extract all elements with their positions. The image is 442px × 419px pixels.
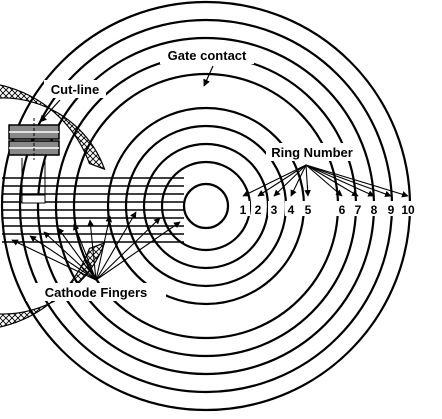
gate-contact-label: Gate contact bbox=[168, 48, 247, 63]
ring-arrow-10 bbox=[305, 164, 409, 198]
ring-num-bg-4 bbox=[285, 201, 298, 216]
cathode-arrow-4 bbox=[57, 227, 97, 281]
ring-num-4: 4 bbox=[288, 203, 295, 217]
cut-line-label: Cut-line bbox=[51, 82, 99, 97]
ring-num-bg-10 bbox=[402, 201, 415, 216]
cathode-arrow-3 bbox=[43, 231, 97, 281]
ring-num-bg-1 bbox=[237, 201, 250, 216]
cathode-finger-arrows bbox=[11, 211, 181, 281]
ring-arrow-1 bbox=[242, 164, 307, 197]
cut-line-label-bg bbox=[44, 80, 106, 98]
cathode-arrow-5 bbox=[73, 223, 97, 281]
ring-arrow-8 bbox=[305, 164, 375, 197]
ring-num-2: 2 bbox=[255, 203, 262, 217]
ring-num-9: 9 bbox=[388, 203, 395, 217]
ring-1 bbox=[182, 182, 230, 230]
ring-num-bg-8 bbox=[368, 201, 381, 216]
ring-num-bg-6 bbox=[336, 201, 349, 216]
ring-arrow-7 bbox=[305, 164, 359, 197]
ring-num-5: 5 bbox=[305, 203, 312, 217]
ring-arrow-5 bbox=[304, 164, 311, 197]
ring-num-8: 8 bbox=[371, 203, 378, 217]
cathode-arrow-1 bbox=[11, 239, 97, 281]
cathode-fingers-label-bg bbox=[26, 283, 166, 301]
ring-arrow-9 bbox=[305, 164, 392, 198]
cathode-arrow-8 bbox=[95, 211, 137, 281]
ring-number-arrows bbox=[242, 164, 409, 198]
ring-num-bg-9 bbox=[385, 201, 398, 216]
ring-num-1: 1 bbox=[240, 203, 247, 217]
ring-arrow-3 bbox=[273, 164, 307, 197]
ring-number-label: Ring Number bbox=[271, 145, 353, 160]
ring-num-10: 10 bbox=[401, 203, 415, 217]
cut-line-inset bbox=[8, 118, 60, 204]
ring-num-bg-5 bbox=[302, 201, 315, 216]
cathode-arrow-7 bbox=[95, 215, 112, 281]
gate-contact-ring bbox=[0, 84, 106, 328]
ring-num-6: 6 bbox=[339, 203, 346, 217]
cathode-arrow-9 bbox=[95, 217, 161, 281]
inset-cut-window bbox=[21, 194, 46, 204]
cathode-finger-lines bbox=[2, 177, 184, 243]
cathode-arrow-6 bbox=[87, 219, 97, 281]
ring-arrow-2 bbox=[257, 164, 307, 197]
ring-arrow-6 bbox=[305, 164, 343, 197]
gate-contact-band bbox=[0, 84, 106, 328]
gate-contact-arrow bbox=[203, 65, 214, 87]
ring-arrow-4 bbox=[290, 164, 307, 197]
cut-line-arrow bbox=[39, 99, 61, 123]
ring-num-bg-2 bbox=[252, 201, 265, 216]
ring-num-3: 3 bbox=[271, 203, 278, 217]
ring-num-bg-7 bbox=[352, 201, 365, 216]
ring-num-7: 7 bbox=[355, 203, 362, 217]
ring-2 bbox=[160, 160, 252, 252]
ring-number-label-bg bbox=[266, 143, 358, 161]
cathode-arrow-2 bbox=[29, 235, 97, 281]
cathode-arrow-10 bbox=[95, 221, 181, 281]
ring-num-bg-3 bbox=[268, 201, 281, 216]
cathode-fingers-label: Cathode Fingers bbox=[45, 285, 148, 300]
gate-contact-label-bg bbox=[160, 46, 254, 64]
